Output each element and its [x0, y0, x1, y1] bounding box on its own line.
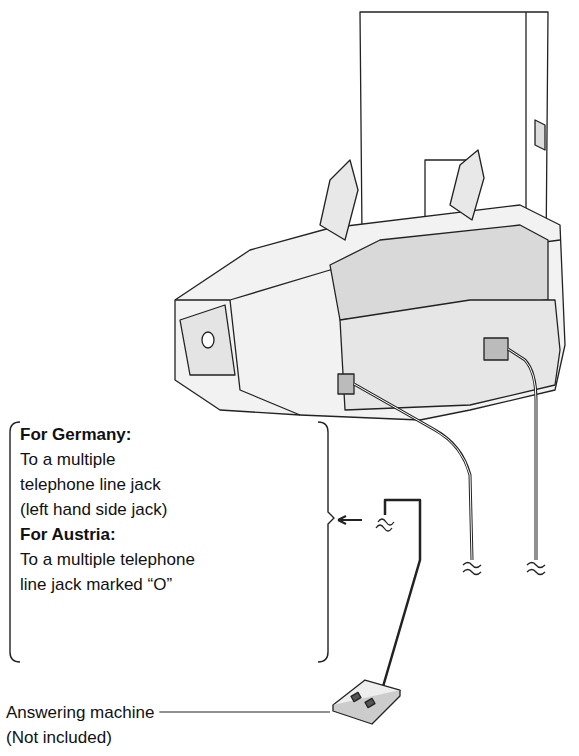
country-heading: For Austria: — [20, 522, 300, 547]
bracket — [10, 422, 20, 662]
fax-body — [175, 205, 565, 420]
connection-note: To a multiple telephone line jack marked… — [20, 547, 225, 597]
country-heading: For Germany: — [20, 422, 300, 447]
connection-note: To a multiple telephone line jack (left … — [20, 447, 188, 522]
part-name: Answering machine (Not included) — [6, 700, 171, 750]
